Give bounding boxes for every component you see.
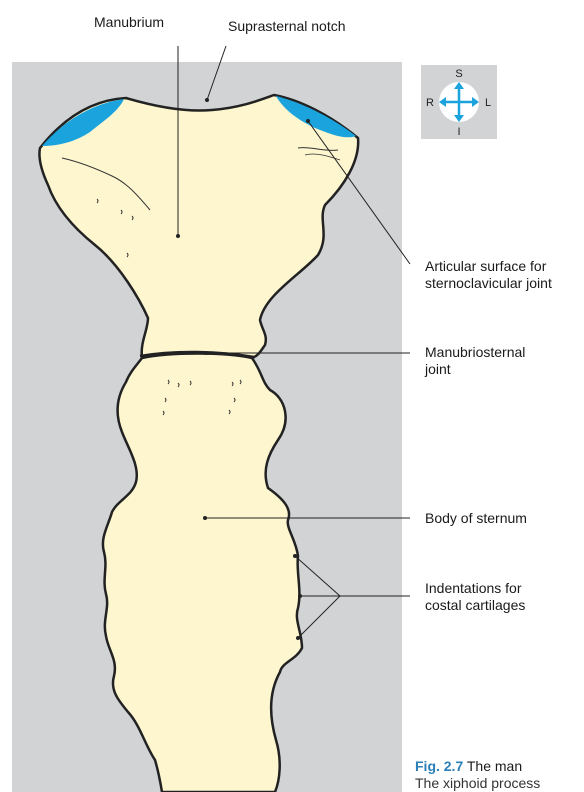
label-manubriosternal-line2: joint	[425, 361, 451, 377]
compass-right: R	[426, 97, 434, 109]
label-manubriosternal-joint: Manubriosternal joint	[425, 344, 525, 378]
label-articular-surface-line2: sternoclavicular joint	[425, 275, 552, 291]
label-suprasternal-notch: Suprasternal notch	[228, 18, 346, 35]
compass-left: L	[485, 97, 491, 109]
label-articular-surface: Articular surface for sternoclavicular j…	[425, 258, 552, 292]
label-indentations-line2: costal cartilages	[425, 597, 525, 613]
label-indentations-line1: Indentations for	[425, 580, 522, 596]
orientation-compass: S I R L	[421, 65, 497, 139]
caption-text-line2: The xiphoid process	[415, 775, 540, 792]
label-indentations: Indentations for costal cartilages	[425, 580, 525, 614]
label-articular-surface-line1: Articular surface for	[425, 258, 546, 274]
figure-number: Fig. 2.7	[415, 758, 463, 774]
label-manubriosternal-line1: Manubriosternal	[425, 344, 525, 360]
label-manubrium: Manubrium	[94, 14, 164, 31]
label-body-of-sternum: Body of sternum	[425, 510, 527, 527]
caption-text-line1: The man	[467, 758, 522, 774]
compass-inferior: I	[457, 126, 460, 138]
figure-caption: Fig. 2.7 The man The xiphoid process	[415, 758, 540, 792]
compass-superior: S	[455, 68, 462, 80]
